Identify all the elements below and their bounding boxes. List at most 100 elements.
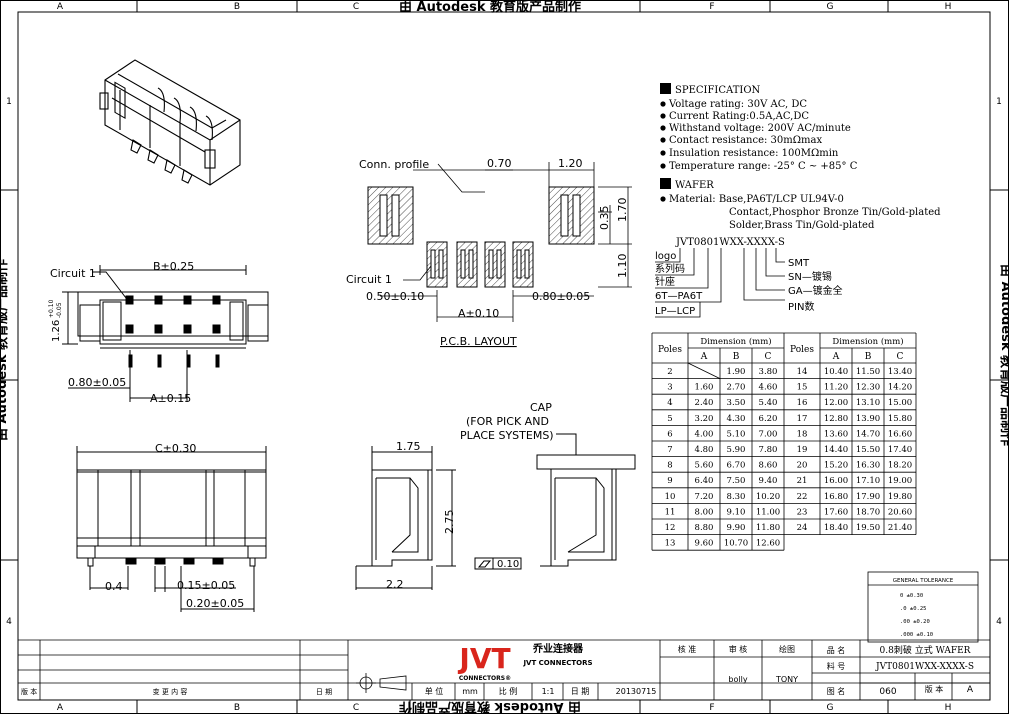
- col-letter: B: [234, 703, 240, 713]
- code-left-label: 针座: [655, 275, 675, 288]
- table-cell: 15.50: [856, 445, 880, 455]
- table-cell: 16.00: [824, 476, 848, 486]
- title-block-text: 版 本 变 更 内 容 日 期 单 位 mm 比 例 1:1 日 期 20130…: [21, 644, 974, 697]
- table-cell: 12.00: [824, 398, 848, 408]
- table-dimension-header: Dimension (mm): [700, 336, 771, 347]
- table-cell: 19.80: [888, 492, 912, 502]
- table-cell: 15: [797, 383, 808, 393]
- table-cell: 3: [667, 383, 672, 393]
- table-cell: 19: [797, 445, 808, 455]
- table-cell: 7.00: [759, 429, 778, 439]
- table-cell: 15.20: [824, 461, 848, 471]
- table-cell: 10.40: [824, 367, 848, 377]
- table-cell: 9: [667, 476, 672, 486]
- code-left-label: logo: [655, 251, 676, 262]
- table-cell: 11.50: [856, 367, 880, 377]
- table-cell: 12.30: [856, 383, 880, 393]
- table-cell: 18.40: [824, 523, 848, 533]
- code-right-label: SN—镀锡: [788, 270, 832, 283]
- spec-heading-icon: [660, 83, 671, 94]
- table-cell: 1.60: [695, 383, 714, 393]
- pcb-layout: [367, 162, 632, 322]
- table-cell: 10.70: [724, 539, 748, 549]
- table-cell: 3.80: [759, 367, 778, 377]
- col-letter: A: [57, 703, 64, 713]
- top-view: [62, 265, 269, 402]
- dim-22: 2.2: [386, 578, 404, 591]
- table-cell: 9.90: [727, 523, 746, 533]
- checker-name: bolly: [728, 675, 747, 684]
- spec-heading: SPECIFICATION: [675, 85, 761, 96]
- dim-120: 1.20: [558, 157, 583, 170]
- watermark-left: 由 Autodesk 教育版产品制作: [0, 259, 10, 441]
- wafer-heading: WAFER: [675, 180, 714, 191]
- table-cell: 5.60: [695, 461, 714, 471]
- table-cell: 17.40: [888, 445, 912, 455]
- code-left-label: LP—LCP: [655, 306, 695, 317]
- dim-015: 0.15±0.05: [177, 579, 235, 592]
- spec-item: Voltage rating: 30V AC, DC: [668, 99, 807, 110]
- col-letter: G: [827, 2, 834, 12]
- table-cell: 4.30: [727, 414, 746, 424]
- table-cell: 11.20: [824, 383, 848, 393]
- inner-border: [17, 11, 991, 701]
- dim-170: 1.70: [616, 198, 629, 223]
- code-right-label: SMT: [788, 258, 810, 269]
- table-cell: 15.00: [888, 398, 912, 408]
- tolerance-row: 0 ±0.30: [900, 593, 923, 599]
- pcb-layout-title: P.C.B. LAYOUT: [440, 335, 517, 348]
- tolerance-row: .000 ±0.10: [900, 632, 933, 638]
- table-cell: 5: [667, 414, 672, 424]
- title-block: [18, 639, 990, 700]
- isometric-view: [99, 59, 241, 186]
- table-cell: 16.30: [856, 461, 880, 471]
- row-number: 1: [6, 97, 12, 107]
- dim-080: 0.80±0.05: [68, 376, 126, 389]
- table-cell: 2.40: [695, 398, 714, 408]
- watermark-bottom: 由 Autodesk 教育版产品制作: [399, 699, 581, 714]
- company-logo: JVT CONNECTORS® 乔业连接器 JVT CONNECTORS: [457, 642, 592, 682]
- cap-view: [536, 433, 636, 567]
- date-header: 日 期: [316, 688, 332, 696]
- circuit1-label: Circuit 1: [346, 273, 392, 286]
- dim-080b: 0.80±0.05: [532, 290, 590, 303]
- col-letter: C: [353, 703, 359, 713]
- jvt-logo-sub: CONNECTORS®: [459, 675, 511, 682]
- table-cell: 14: [797, 367, 808, 377]
- table-cell: 16.80: [824, 492, 848, 502]
- table-cell: 21: [797, 476, 808, 486]
- flatness-value: 0.10: [497, 559, 519, 570]
- date-value: 20130715: [616, 687, 657, 696]
- row-number: 4: [6, 617, 12, 627]
- table-cell: 9.40: [759, 476, 778, 486]
- tolerance-title: GENERAL TOLERANCE: [893, 578, 954, 584]
- code-left-label: 系列码: [655, 262, 685, 275]
- table-cell: 19.00: [888, 476, 912, 486]
- table-cell: 7: [667, 445, 672, 455]
- table-cell: 2: [667, 367, 672, 377]
- dim-04: 0.4: [105, 580, 123, 593]
- company-en: JVT CONNECTORS: [522, 659, 592, 667]
- table-cell: 11.00: [756, 507, 780, 517]
- dim-050: 0.50±0.10: [366, 290, 424, 303]
- cap-subtitle-1: (FOR PICK AND: [466, 415, 549, 428]
- name-label: 品 名: [827, 645, 846, 655]
- dim-126-plus: +0.10: [48, 299, 55, 318]
- col-letter: G: [827, 703, 834, 713]
- table-cell: 13.10: [856, 398, 880, 408]
- table-cell: 13.40: [888, 367, 912, 377]
- col-letter: F: [709, 2, 714, 12]
- row-number: 4: [996, 617, 1002, 627]
- company-cn: 乔业连接器: [532, 642, 584, 655]
- table-cell: 16.60: [888, 429, 912, 439]
- col-letter: F: [709, 703, 714, 713]
- table-col-header: A: [700, 352, 708, 362]
- table-cell: 3.20: [695, 414, 714, 424]
- table-col-header: C: [897, 352, 904, 362]
- material-line: Material: Base,PA6T/LCP UL94V-0: [669, 194, 844, 205]
- general-tolerance: GENERAL TOLERANCE 0 ±0.30 .0 ±0.25 .00 ±…: [867, 571, 979, 643]
- spec-item: Contact resistance: 30mΩmax: [669, 135, 822, 146]
- table-cell: 13: [665, 539, 676, 549]
- dim-a015: A±0.15: [150, 392, 191, 405]
